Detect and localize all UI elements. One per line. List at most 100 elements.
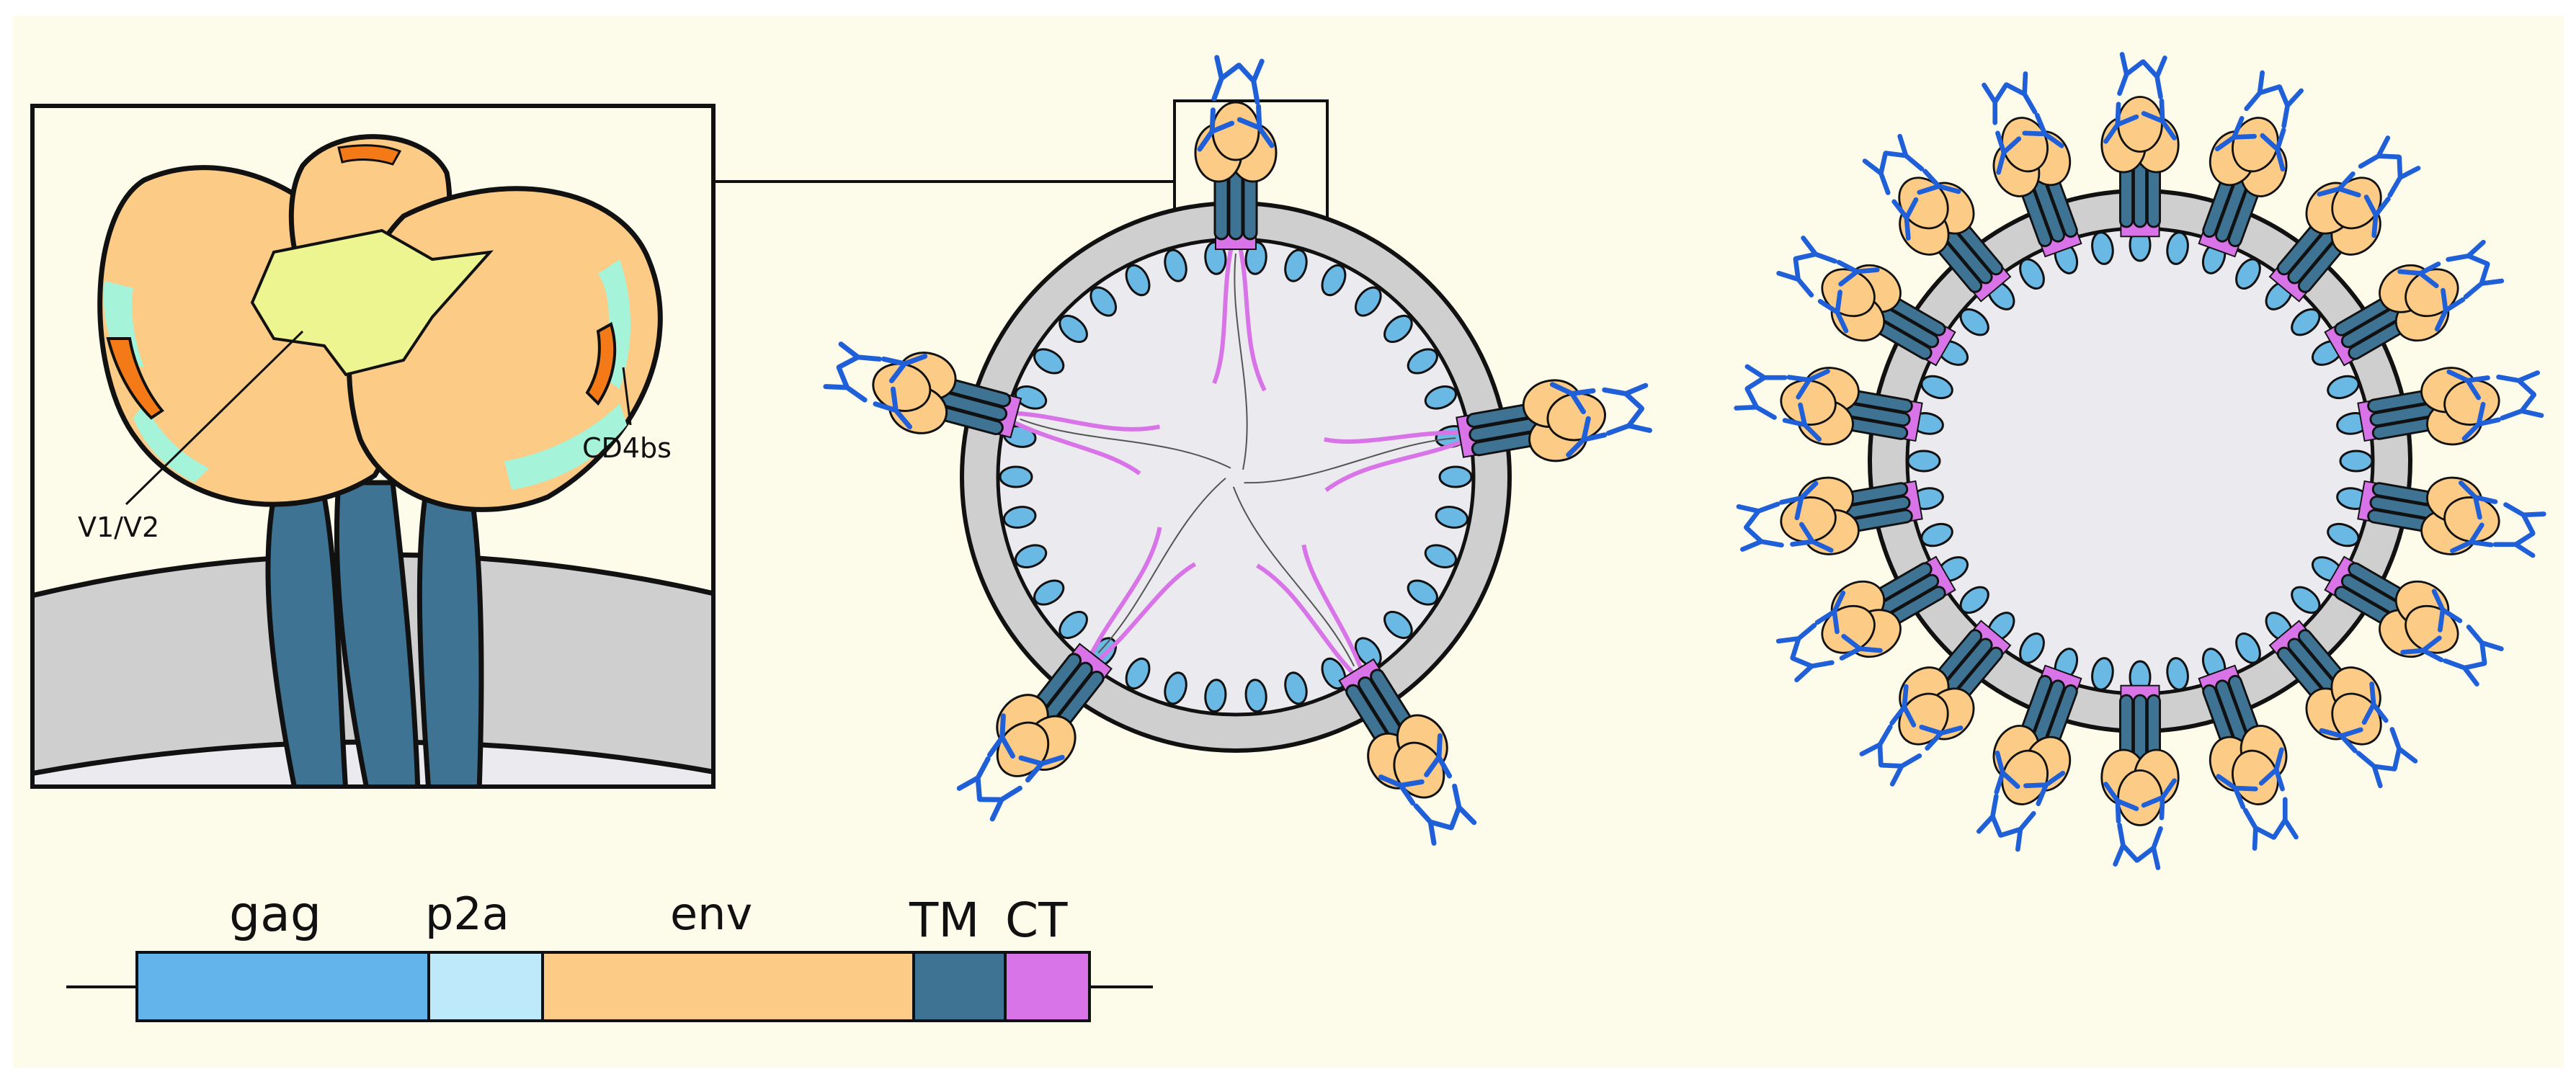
- antibody-arm: [1413, 803, 1454, 846]
- antibody: [2242, 808, 2276, 851]
- matrix-protein: [1164, 249, 1187, 282]
- antibody-arm: [2260, 128, 2286, 172]
- antibody: [2358, 135, 2402, 169]
- antibody-arm: [823, 365, 868, 403]
- env-trimer: [1734, 364, 1923, 446]
- antibody: [1793, 236, 1837, 264]
- ct-tail: [1324, 430, 1463, 444]
- ct-tail: [1212, 246, 1234, 385]
- antibody-arm: [1740, 525, 1784, 552]
- antibody: [2361, 681, 2389, 725]
- ct-segment: [1004, 951, 1091, 1022]
- antibody: [1566, 416, 1608, 457]
- antibody: [2023, 770, 2066, 806]
- antibody: [2389, 727, 2418, 772]
- env-trimer: [956, 477, 1226, 822]
- antibody: [987, 713, 1015, 759]
- antibody: [1740, 525, 1784, 552]
- antibody: [1891, 197, 1919, 241]
- antibody-arm: [1236, 58, 1265, 105]
- antibody: [2434, 287, 2466, 332]
- antibody: [2260, 128, 2286, 172]
- antibody: [2492, 531, 2536, 558]
- antibody: [956, 756, 991, 802]
- sparse-vlp-trimers: [823, 55, 1652, 846]
- antibody: [1790, 522, 1834, 553]
- antibody-arm: [2004, 71, 2038, 115]
- antibody-arm: [2458, 480, 2498, 520]
- antibody: [2277, 84, 2304, 129]
- antibody-arm: [2319, 727, 2363, 754]
- antibody: [1786, 369, 1830, 400]
- antibody-arm: [2141, 778, 2177, 821]
- antibody: [1413, 803, 1454, 846]
- antibody: [2141, 55, 2167, 99]
- antibody-arm: [2022, 112, 2064, 148]
- matrix-protein: [2235, 632, 2261, 664]
- matrix-protein: [1907, 450, 1941, 473]
- env-trimer: [1982, 71, 2082, 258]
- matrix-protein: [1407, 348, 1438, 375]
- antibody-arm: [2271, 797, 2299, 840]
- matrix-protein: [1920, 375, 1953, 400]
- antibody-arm: [1919, 724, 1964, 751]
- matrix-protein: [1284, 671, 1308, 705]
- antibody: [2141, 98, 2177, 140]
- antibody-arm: [2135, 826, 2163, 870]
- antibody: [2431, 589, 2463, 632]
- ct-tail-thin: [1234, 253, 1248, 470]
- antibody: [1378, 774, 1425, 806]
- antibody: [1917, 169, 1961, 195]
- env-trimer: [1859, 620, 2012, 787]
- antibody-arm: [1602, 383, 1649, 411]
- matrix-protein: [2291, 586, 2321, 614]
- antibody-arm: [977, 785, 1022, 822]
- epitope-patch: [337, 144, 402, 166]
- matrix-protein: [1284, 249, 1308, 282]
- env-trimer: [2357, 367, 2544, 446]
- antibody-arm: [1779, 480, 1819, 521]
- antibody: [2004, 71, 2038, 115]
- antibody: [1878, 753, 1922, 787]
- antibody: [1776, 256, 1814, 298]
- antibody-arm: [2443, 658, 2487, 687]
- env-trimer: [1862, 133, 2012, 303]
- antibody-arm: [1448, 783, 1477, 830]
- sparse-vlp: [823, 55, 1652, 846]
- env-trimer: [823, 341, 1231, 475]
- env-trimer: [2100, 684, 2180, 870]
- antibody: [1995, 130, 2022, 175]
- antibody: [1862, 151, 1891, 195]
- antibody: [1998, 810, 2036, 852]
- env-trimer: [1776, 236, 1956, 367]
- antibody: [1197, 107, 1235, 152]
- antibody-arm: [2400, 635, 2444, 663]
- ct-label: CT: [1005, 893, 1068, 948]
- antibody: [2319, 727, 2363, 754]
- antibody-arm: [2463, 261, 2505, 300]
- epitope-patch: [585, 322, 617, 406]
- tm-label: TM: [909, 893, 979, 948]
- antibody-arm: [2317, 171, 2361, 198]
- zoom-panel: V1/V2 CD4bs: [30, 104, 716, 789]
- antibody: [1982, 82, 2009, 125]
- antibody: [1018, 754, 1065, 783]
- antibody-arm: [2461, 401, 2501, 442]
- antibody-arm: [1889, 684, 1917, 728]
- zoom-gp41-stalk: [416, 494, 484, 787]
- antibody-arm: [2358, 135, 2402, 169]
- antibody-arm: [1878, 753, 1922, 787]
- antibody-arm: [1734, 386, 1777, 420]
- zoom-panel-frame: [30, 104, 716, 789]
- antibody-arm: [2397, 261, 2441, 289]
- antibody: [823, 365, 868, 403]
- antibody: [1448, 783, 1477, 830]
- antibody: [1744, 364, 1788, 391]
- antibody: [2317, 171, 2361, 198]
- antibody-arm: [1883, 133, 1925, 171]
- antibody: [2022, 112, 2064, 148]
- antibody-arm: [1605, 406, 1652, 436]
- env-trimer: [2324, 555, 2504, 687]
- antibody-arm: [1775, 622, 1817, 661]
- antibody-arm: [2244, 70, 2282, 112]
